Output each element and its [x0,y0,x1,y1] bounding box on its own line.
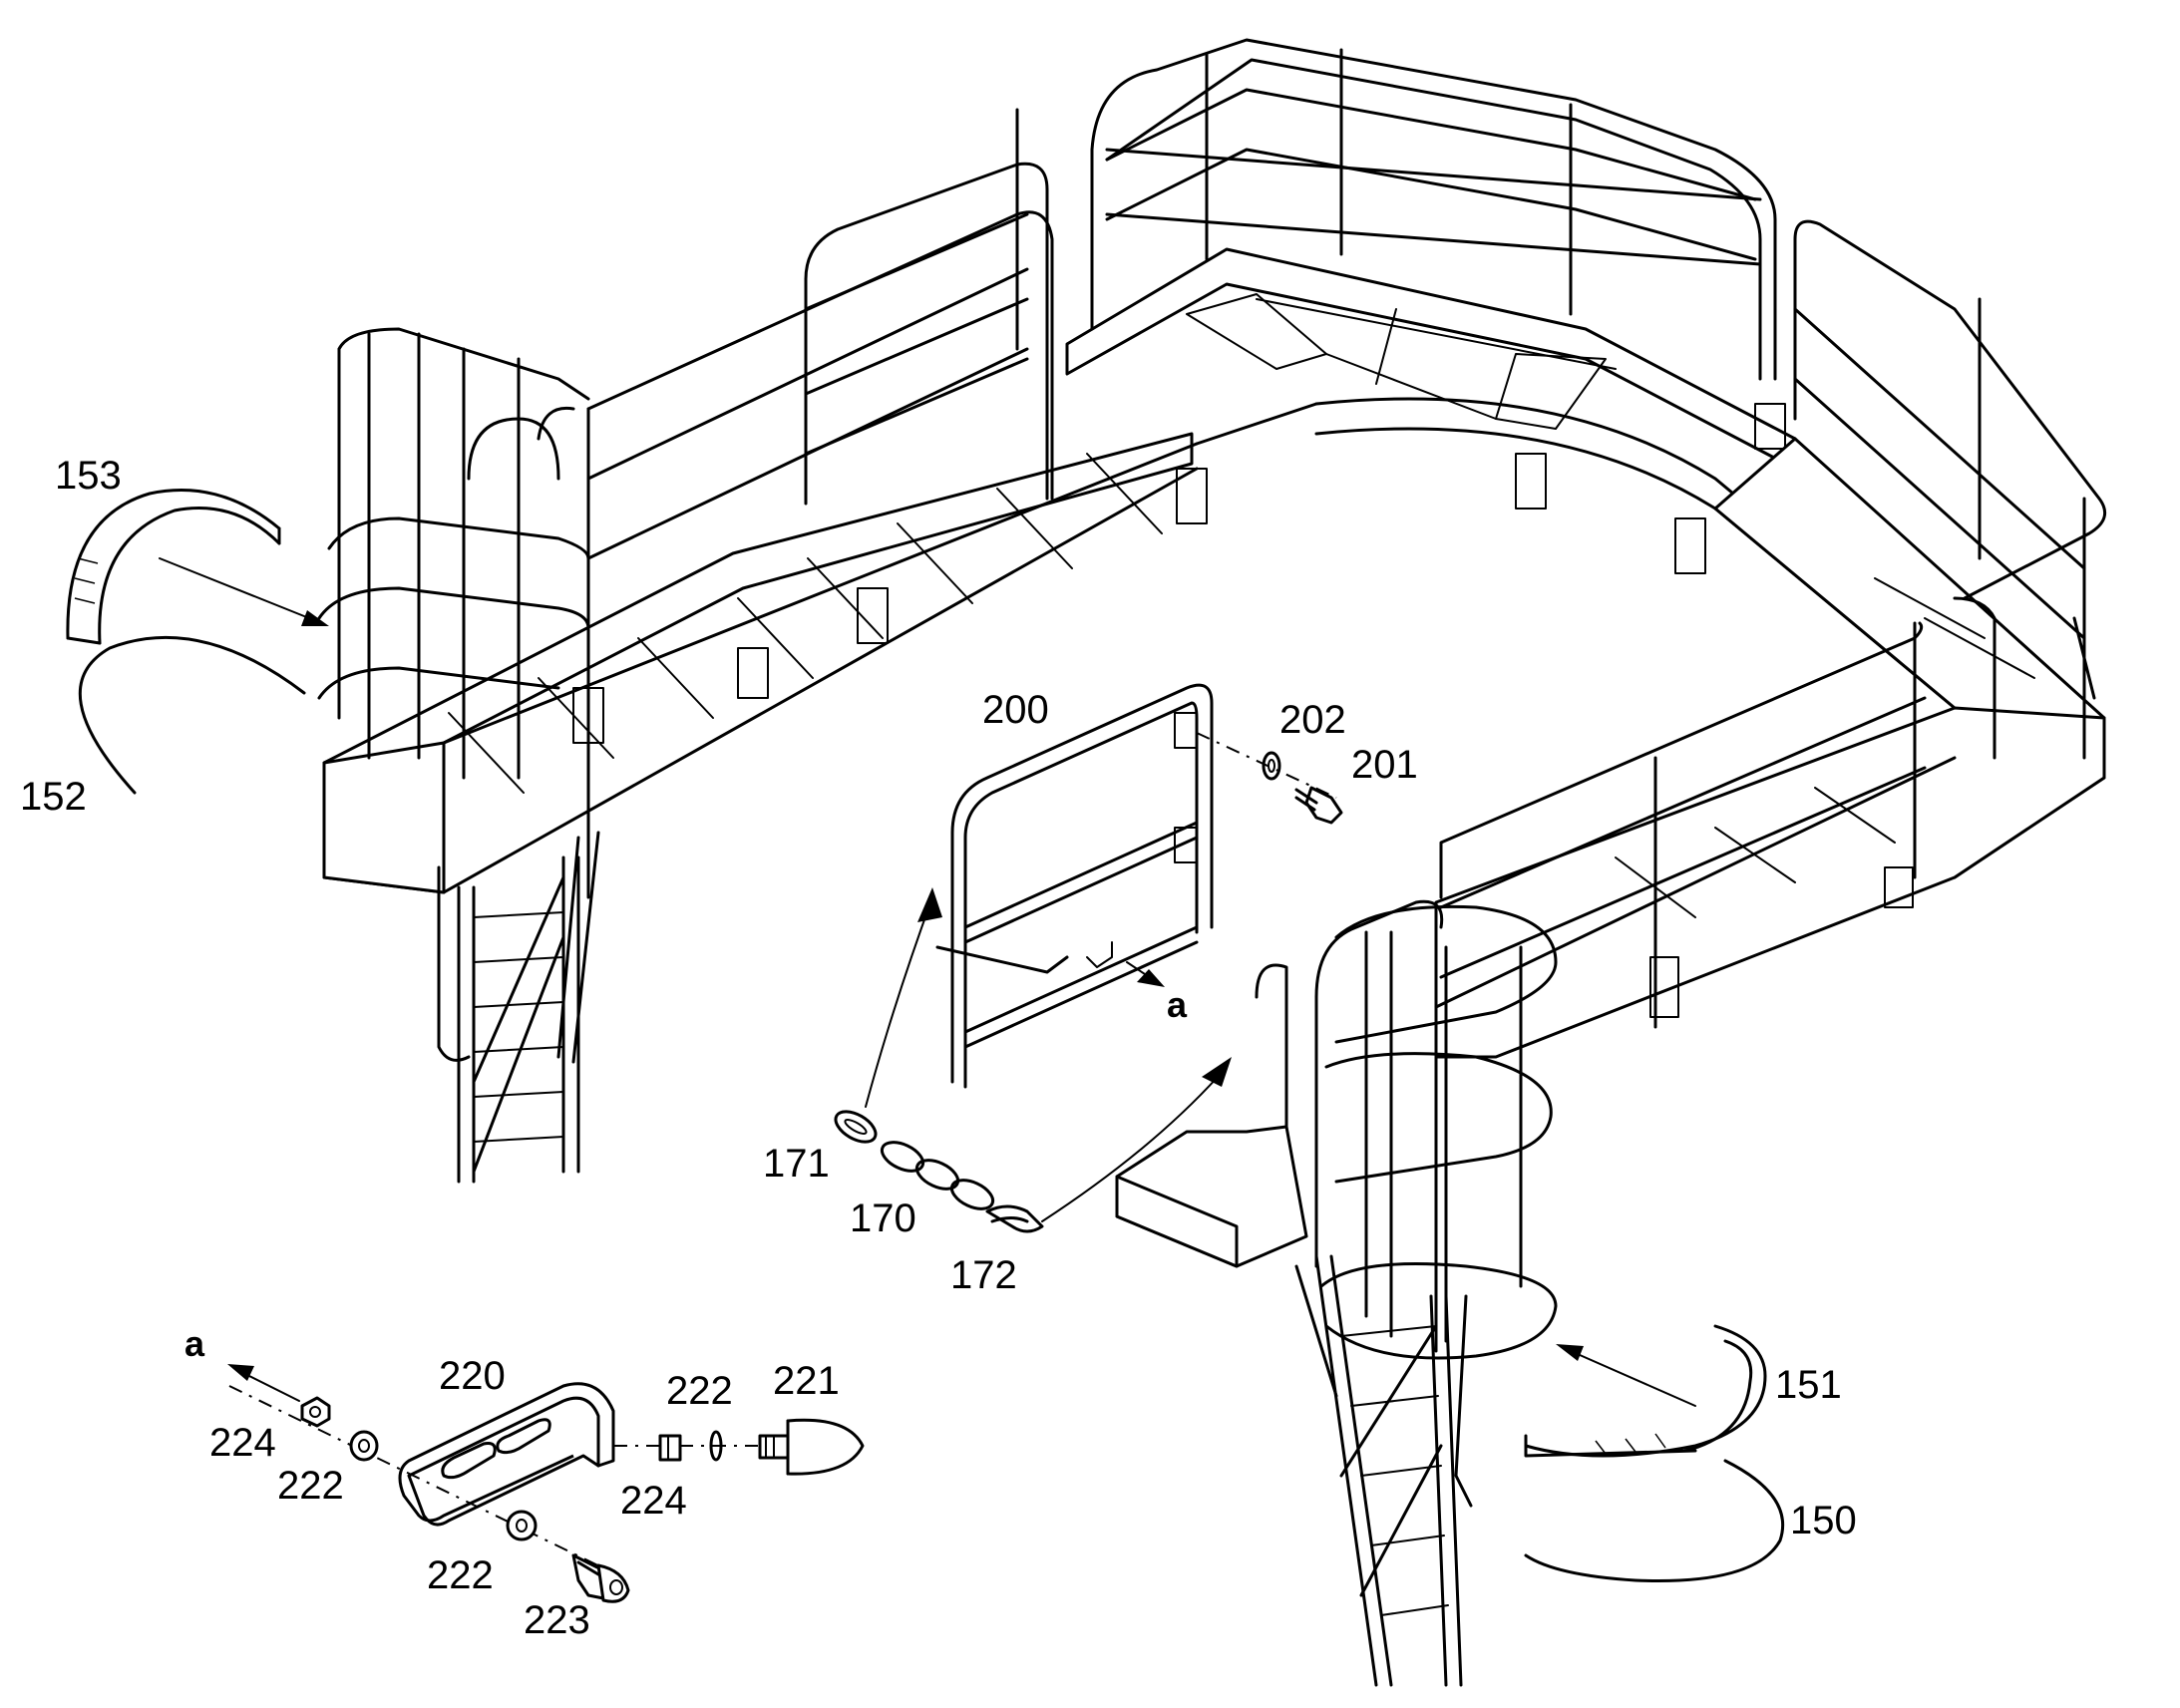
callout-a-bottom: a [184,1323,205,1364]
callout-222-top: 222 [666,1369,733,1413]
callout-223: 223 [524,1598,590,1642]
chain-assembly [834,887,1232,1233]
reference-arrow-a-top [1126,961,1165,987]
right-ladder-cage [1115,899,1558,1687]
callout-200: 200 [982,688,1049,732]
callout-a-top: a [1167,984,1188,1025]
callout-222-left: 222 [277,1464,344,1508]
callout-170: 170 [850,1196,916,1240]
callout-150: 150 [1790,1499,1857,1542]
callout-171: 171 [763,1142,830,1186]
callout-224-mid: 224 [620,1479,687,1523]
callout-153: 153 [55,454,122,498]
callout-202: 202 [1279,698,1346,742]
handrails [586,38,2107,1029]
left-ladder-cage [317,327,600,1184]
bolt-201-washer-202 [1196,732,1343,825]
callout-220: 220 [439,1354,506,1398]
callout-221: 221 [773,1359,840,1403]
bracket-220-assembly [227,1364,865,1603]
callout-224-left: 224 [209,1421,276,1465]
callout-152: 152 [20,775,87,819]
callout-labels: 153 152 200 202 201 a 171 170 172 a 220 … [20,454,1857,1642]
platform-structure [322,247,2106,1059]
callout-201: 201 [1351,743,1418,787]
callout-151: 151 [1775,1363,1842,1407]
callout-222-bottom: 222 [427,1553,494,1597]
callout-172: 172 [950,1253,1017,1297]
gate-200 [935,683,1214,1089]
cage-strips [66,489,1785,1582]
